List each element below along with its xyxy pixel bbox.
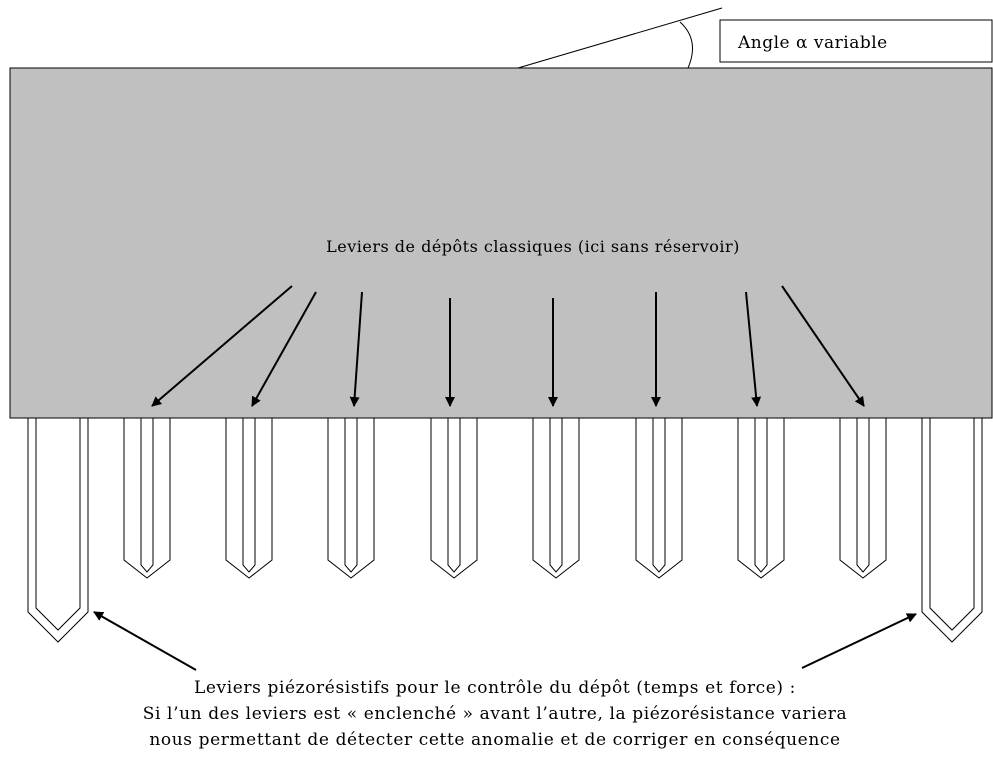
- piezo-lever-left: [27, 418, 89, 643]
- arrow-lever-3: [349, 291, 363, 407]
- piezo-lever-right: [921, 418, 983, 643]
- arrow-lever-1: [151, 285, 293, 407]
- classical-lever-4: [430, 418, 478, 579]
- classical-lever-3: [327, 418, 375, 579]
- angle-line: [517, 7, 723, 69]
- caption-line-2: Si l’un des leviers est « enclenché » av…: [143, 704, 847, 724]
- top-label: Leviers de dépôts classiques (ici sans r…: [326, 237, 740, 256]
- classical-lever-arrows: [151, 285, 865, 407]
- arrow-piezo-right: [801, 613, 917, 669]
- arrow-lever-2: [251, 291, 317, 407]
- arrow-piezo-left: [93, 611, 197, 671]
- arrow-lever-8: [781, 285, 865, 407]
- angle-label-box: [719, 19, 993, 63]
- bottom-caption: Leviers piézorésistifs pour le contrôle …: [143, 678, 847, 750]
- classical-lever-2: [225, 418, 273, 579]
- piezo-lever-arrows: [93, 611, 917, 671]
- classical-lever-8: [839, 418, 887, 579]
- angle-arc: [679, 21, 693, 69]
- classical-lever-6: [635, 418, 683, 579]
- classical-lever-1: [123, 418, 171, 579]
- classical-levers: [123, 418, 887, 579]
- arrow-lever-7: [745, 291, 762, 407]
- substrate-block: [9, 67, 993, 419]
- classical-lever-5: [532, 418, 580, 579]
- caption-line-3: nous permettant de détecter cette anomal…: [149, 730, 840, 750]
- caption-line-1: Leviers piézorésistifs pour le contrôle …: [194, 678, 796, 698]
- angle-label: Angle α variable: [737, 33, 888, 53]
- classical-lever-7: [737, 418, 785, 579]
